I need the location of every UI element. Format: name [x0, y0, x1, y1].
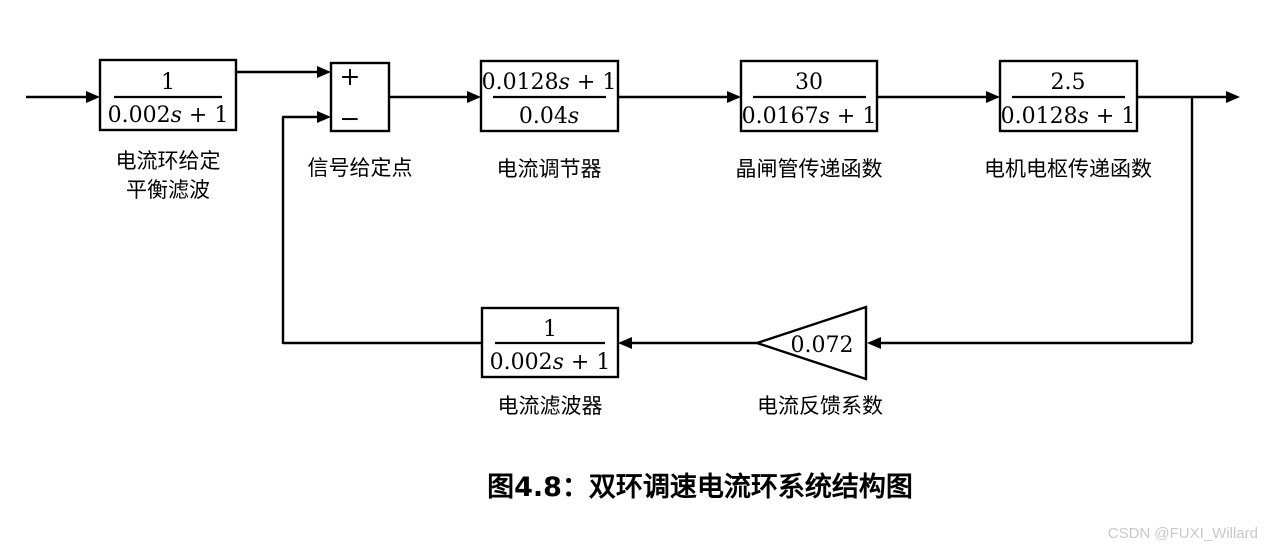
block-motor-armature-numerator: 2.5: [1051, 70, 1086, 95]
summing-junction-plus-sign: +: [340, 62, 361, 91]
block-thyristor-denominator: 0.0167s + 1: [742, 104, 877, 129]
wire-group-forward: [26, 66, 1240, 103]
block-current-regulator-numerator: 0.0128s + 1: [482, 70, 617, 95]
block-current-filter-denominator: 0.002s + 1: [490, 350, 611, 375]
arrowhead-into-current-filter: [618, 337, 632, 349]
arrowhead-into-input-filter: [86, 91, 100, 103]
block-input-filter-box[interactable]: [98, 58, 238, 132]
summing-junction-minus-sign: −: [340, 104, 361, 133]
feedback-gain-value: 0.072: [791, 333, 854, 358]
block-current-filter-label: 电流滤波器: [498, 394, 603, 418]
block-input-filter-label-line2: 平衡滤波: [126, 178, 210, 202]
block-current-regulator-label: 电流调节器: [497, 157, 602, 181]
arrowhead-into-thyristor: [727, 91, 741, 103]
block-input-filter-numerator: 1: [161, 70, 175, 95]
block-thyristor-label: 晶闸管传递函数: [736, 157, 883, 181]
block-current-regulator-denominator: 0.04s: [519, 104, 579, 129]
block-input-filter-denominator: 0.002s + 1: [108, 103, 229, 128]
block-motor-armature-label: 电机电枢传递函数: [984, 157, 1152, 181]
arrowhead-into-sum-plus: [317, 66, 331, 78]
block-current-regulator[interactable]: 0.0128s + 1 0.04s: [479, 59, 620, 133]
block-input-filter-label-line1: 电流环给定: [116, 149, 221, 173]
arrowhead-into-sum-minus: [317, 111, 331, 123]
block-current-filter-numerator: 1: [543, 317, 557, 342]
block-feedback-gain[interactable]: 0.072: [753, 305, 868, 381]
arrowhead-system-output: [1226, 91, 1240, 103]
arrowhead-into-feedback-gain: [867, 337, 881, 349]
block-motor-armature-denominator: 0.0128s + 1: [1001, 104, 1136, 129]
block-current-filter[interactable]: 1 0.002s + 1: [480, 306, 620, 379]
feedback-gain-triangle[interactable]: [753, 305, 868, 381]
arrowhead-into-current-regulator: [467, 91, 481, 103]
summing-junction-box[interactable]: [329, 61, 391, 133]
watermark-label: CSDN @FUXI_Willard: [1108, 525, 1258, 542]
block-summing-junction[interactable]: + −: [329, 61, 391, 133]
wire-group-feedback: [281, 97, 1194, 349]
block-motor-armature[interactable]: 2.5 0.0128s + 1: [998, 59, 1139, 133]
block-thyristor[interactable]: 30 0.0167s + 1: [739, 59, 879, 133]
block-input-filter[interactable]: 1 0.002s + 1: [98, 58, 238, 132]
arrowhead-into-motor: [986, 91, 1000, 103]
block-feedback-gain-label: 电流反馈系数: [757, 394, 883, 418]
block-thyristor-numerator: 30: [795, 70, 823, 95]
figure-caption: 图4.8：双环调速电流环系统结构图: [487, 471, 913, 503]
block-summing-junction-label: 信号给定点: [308, 156, 413, 180]
